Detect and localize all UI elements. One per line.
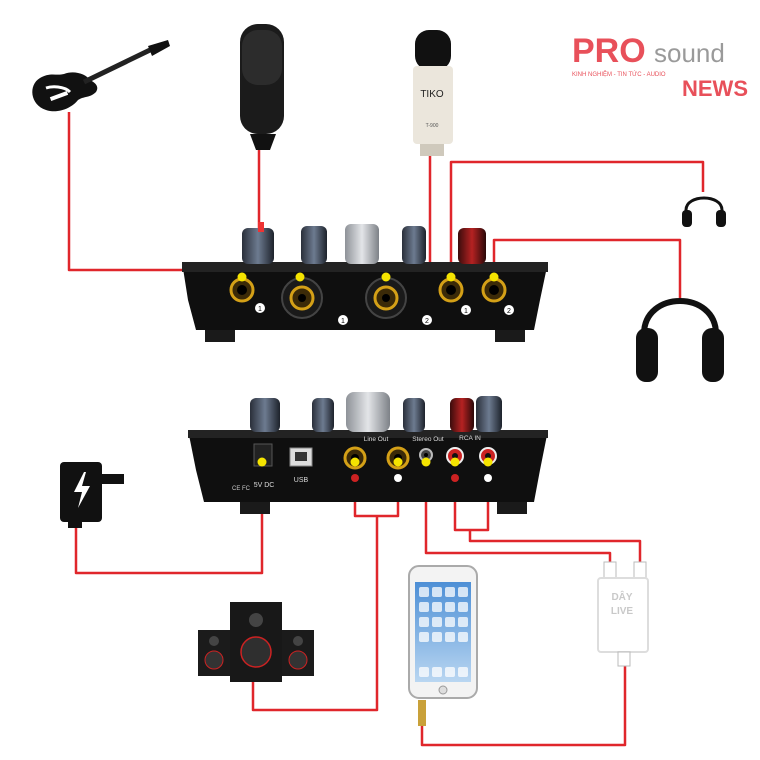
live-cable-line2: LIVE (611, 606, 634, 617)
stereo-out-label: Stereo Out (412, 436, 444, 443)
cert-marks: CE FC (232, 486, 251, 492)
mic1-number: 1 (341, 318, 345, 325)
logo-sound: sound (654, 38, 725, 68)
guitar-input-jack[interactable]: 1 (229, 277, 265, 313)
mic2-number: 2 (425, 318, 429, 325)
live-cable-adapter: DÂY LIVE (597, 561, 649, 667)
dynamic-microphone-icon (240, 24, 284, 150)
mic-model: T-900 (426, 123, 439, 129)
power-label: 5V DC (254, 482, 275, 489)
condenser-microphone-icon: TIKO T-900 (413, 30, 453, 156)
speaker-system-icon (198, 602, 314, 682)
guitar-cable (67, 112, 244, 277)
logo-news: NEWS (682, 76, 748, 101)
headphones-small-icon (682, 196, 726, 227)
power-dc-port[interactable]: 5V DC (253, 443, 275, 489)
guitar-jack-number: 1 (258, 306, 262, 313)
logo-pro: PRO (572, 32, 646, 70)
headphones-large-icon (636, 298, 724, 382)
phone-to-live-cable (420, 665, 627, 747)
mic-input-1[interactable]: 1 (281, 277, 348, 325)
headphone1-number: 1 (464, 308, 468, 315)
usb-label: USB (294, 477, 309, 484)
usb-port[interactable]: USB (289, 447, 313, 484)
headphone-large-cable (492, 238, 682, 298)
power-adapter-icon (60, 462, 124, 528)
rear-knobs (250, 392, 502, 432)
sound-card-front: 1 1 2 1 2 (182, 222, 548, 342)
headphone-jack-1[interactable]: 1 (438, 277, 471, 315)
phone-plug-icon (418, 700, 426, 726)
headphone2-number: 2 (507, 308, 511, 315)
smartphone-icon (408, 565, 478, 726)
rear-connection-dots (257, 457, 493, 467)
mic-brand: TIKO (420, 89, 444, 100)
front-connection-dots (237, 272, 499, 282)
prosound-logo: PRO sound KINH NGHIỆM - TIN TỨC - AUDIO … (572, 32, 748, 101)
lightning-icon (74, 472, 90, 508)
logo-tagline: KINH NGHIỆM - TIN TỨC - AUDIO (572, 70, 666, 78)
line-out-label: Line Out (364, 436, 389, 443)
power-cable (74, 462, 264, 575)
sound-card-rear: 5V DC CE FC USB Line Out Stereo Out RCA … (188, 392, 548, 514)
front-knobs (242, 222, 486, 264)
rca-in-label: RCA IN (459, 435, 481, 442)
electric-guitar-icon (32, 40, 170, 112)
headphone-small-cable (449, 160, 705, 277)
live-cable-line1: DÂY (611, 590, 632, 603)
